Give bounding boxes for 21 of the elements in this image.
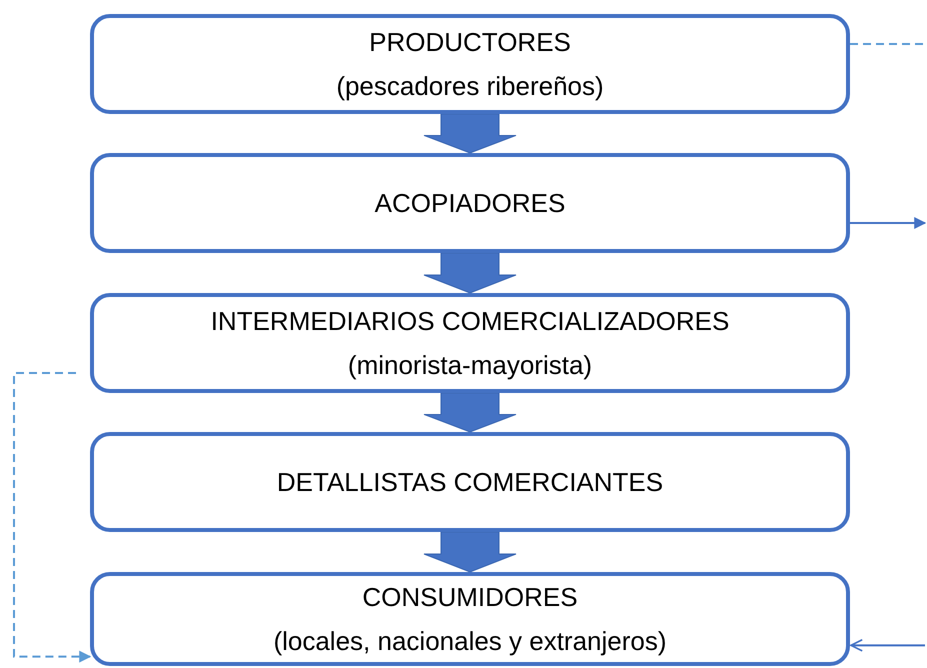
block-arrow [424, 114, 516, 154]
arrow [850, 638, 925, 652]
box-subtitle: (pescadores ribereños) [336, 71, 604, 101]
process-box [90, 14, 850, 114]
box-title: PRODUCTORES [369, 27, 571, 57]
box-title: CONSUMIDORES [362, 582, 578, 612]
box-subtitle: (minorista-mayorista) [348, 350, 592, 380]
box-subtitle: (locales, nacionales y extranjeros) [273, 626, 667, 656]
box-title: INTERMEDIARIOS COMERCIALIZADORES [210, 306, 730, 336]
connector-line [850, 43, 925, 45]
process-box [90, 432, 850, 532]
process-box [90, 153, 850, 253]
arrow [850, 217, 926, 229]
box-title: DETALLISTAS COMERCIANTES [276, 467, 664, 497]
arrow [13, 372, 92, 663]
process-box [90, 293, 850, 393]
block-arrow [424, 532, 516, 573]
block-arrow [424, 252, 516, 294]
block-arrow [424, 392, 516, 433]
process-box [90, 572, 850, 666]
box-title: ACOPIADORES [374, 188, 566, 218]
